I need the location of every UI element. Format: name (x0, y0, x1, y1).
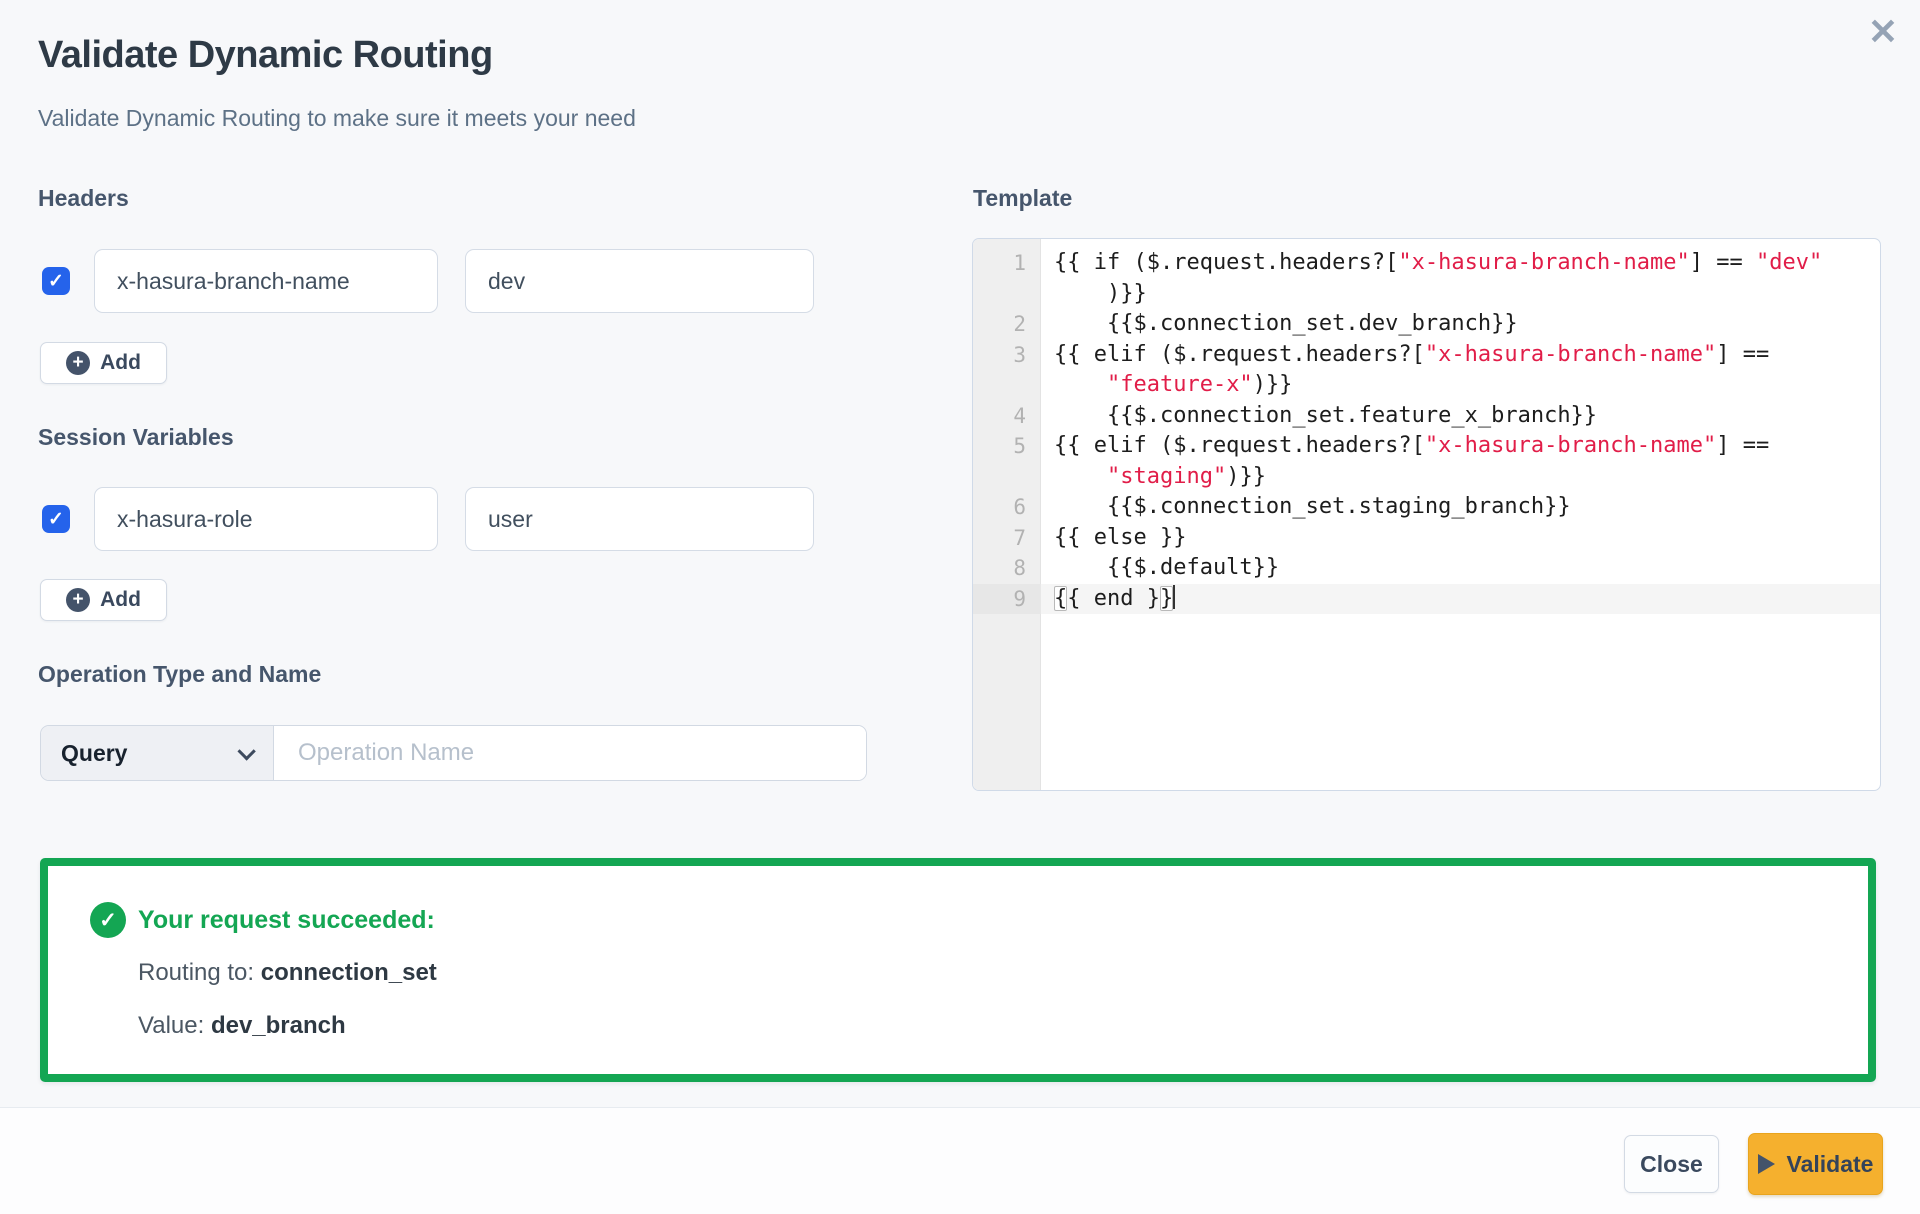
header-value-input[interactable] (465, 249, 814, 313)
code-line[interactable]: 8 {{$.default}} (973, 553, 1880, 584)
code-line[interactable]: "feature-x")}} (973, 370, 1880, 401)
operation-type-select[interactable]: Query (41, 726, 274, 780)
line-number (973, 279, 1041, 310)
validate-button-label: Validate (1786, 1150, 1874, 1177)
validation-result-panel: ✓ Your request succeeded: Routing to: co… (40, 858, 1876, 1082)
code-line[interactable]: 4 {{$.connection_set.feature_x_branch}} (973, 401, 1880, 432)
operation-group: Query (40, 725, 867, 781)
line-number: 3 (1013, 342, 1026, 367)
code-line[interactable]: 3{{ elif ($.request.headers?["x-hasura-b… (973, 340, 1880, 371)
session-row-checkbox[interactable]: ✓ (42, 505, 70, 533)
operation-section-label: Operation Type and Name (38, 661, 322, 687)
routing-target-value: connection_set (260, 959, 437, 986)
text-cursor (1173, 584, 1176, 609)
code-line[interactable]: 5{{ elif ($.request.headers?["x-hasura-b… (973, 431, 1880, 462)
play-icon (1757, 1154, 1775, 1174)
template-section-label: Template (973, 185, 1073, 211)
add-session-variable-button[interactable]: + Add (40, 579, 167, 621)
line-number: 5 (1013, 434, 1026, 458)
line-number: 6 (1013, 495, 1026, 519)
code-line[interactable]: "staging")}} (973, 462, 1880, 493)
success-check-icon: ✓ (90, 902, 126, 938)
operation-name-input[interactable] (274, 726, 866, 780)
page-title: Validate Dynamic Routing (38, 34, 493, 76)
code-line[interactable]: 2 {{$.connection_set.dev_branch}} (973, 309, 1880, 340)
code-line[interactable]: 7{{ else }} (973, 523, 1880, 554)
code-line[interactable]: 9{{ end }} (973, 583, 1880, 614)
header-key-input[interactable] (94, 249, 438, 313)
footer-divider (0, 1107, 1920, 1214)
result-value-line: Value: dev_branch (138, 1012, 346, 1039)
line-number: 2 (1013, 312, 1026, 336)
session-value-input[interactable] (465, 487, 814, 551)
routing-value: dev_branch (210, 1012, 346, 1039)
line-number (973, 370, 1041, 401)
editor-code-area[interactable]: 1{{ if ($.request.headers?["x-hasura-bra… (973, 239, 1880, 790)
close-icon[interactable]: ✕ (1867, 11, 1898, 52)
code-line[interactable]: 6 {{$.connection_set.staging_branch}} (973, 492, 1880, 523)
operation-type-value: Query (61, 739, 128, 766)
add-session-variable-label: Add (100, 588, 141, 611)
line-number: 1 (1013, 251, 1026, 275)
session-key-input[interactable] (94, 487, 438, 551)
result-title: Your request succeeded: (138, 906, 435, 934)
add-header-button[interactable]: + Add (40, 342, 167, 384)
validate-button[interactable]: Validate (1748, 1133, 1883, 1195)
template-code-editor[interactable]: 1{{ if ($.request.headers?["x-hasura-bra… (972, 238, 1881, 791)
line-number (973, 462, 1041, 493)
line-number: 8 (1013, 556, 1026, 580)
code-line[interactable]: 1{{ if ($.request.headers?["x-hasura-bra… (973, 248, 1880, 279)
line-number: 7 (1013, 525, 1026, 550)
line-number: 4 (1013, 403, 1026, 428)
modal-subtitle: Validate Dynamic Routing to make sure it… (38, 105, 636, 131)
add-header-label: Add (100, 351, 141, 374)
code-line[interactable]: )}} (973, 279, 1880, 310)
line-number: 9 (973, 583, 1041, 614)
editor-gutter (973, 239, 1041, 790)
result-routing-line: Routing to: connection_set (138, 959, 437, 986)
headers-section-label: Headers (38, 185, 129, 211)
header-row-checkbox[interactable]: ✓ (42, 267, 70, 295)
chevron-down-icon (237, 741, 256, 761)
plus-circle-icon: + (66, 351, 91, 375)
plus-circle-icon: + (66, 588, 91, 612)
session-variables-section-label: Session Variables (38, 424, 234, 450)
close-button[interactable]: Close (1624, 1135, 1719, 1193)
